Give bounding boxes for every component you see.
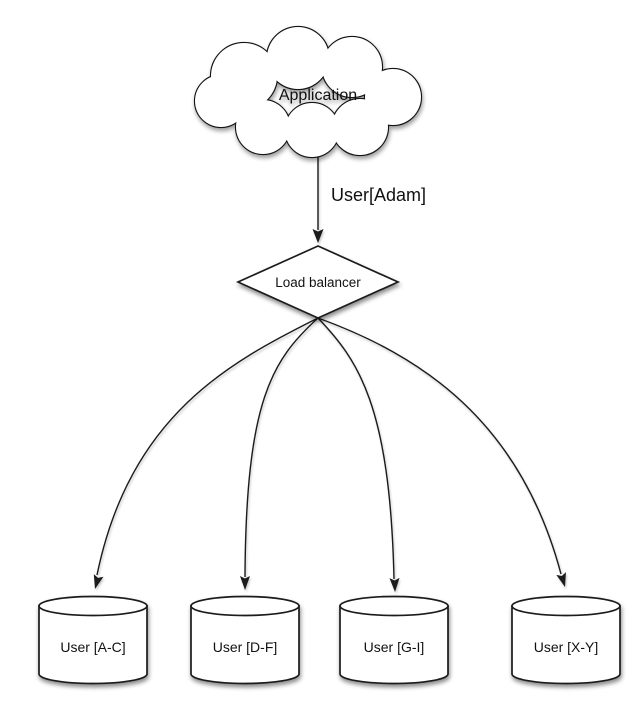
- cylinder-body: [339, 605, 449, 685]
- cylinder-body: [38, 605, 148, 685]
- cylinder-body: [511, 605, 621, 685]
- cloud-fill: [195, 27, 421, 157]
- cylinder-top: [38, 595, 148, 617]
- shard-db-label-0: User [A-C]: [60, 639, 125, 655]
- shard-db-1: User [D-F]: [190, 595, 300, 685]
- edge-to-shard-2: [317, 317, 395, 580]
- request-arrowhead-icon: [312, 229, 324, 243]
- edges-group: [93, 156, 566, 592]
- shard-db-label-1: User [D-F]: [213, 639, 278, 655]
- application-label: Application: [279, 87, 357, 104]
- shard-db-label-2: User [G-I]: [364, 639, 425, 655]
- application-cloud-node: Application: [193, 25, 423, 159]
- cylinder-top: [190, 595, 300, 617]
- shard-db-2: User [G-I]: [339, 595, 449, 685]
- request-label: User[Adam]: [331, 185, 426, 205]
- load-balancer-diamond: [235, 245, 401, 319]
- edge-arrowhead-1-icon: [240, 576, 250, 590]
- load-balancer-label: Load balancer: [275, 275, 361, 290]
- shard-db-0: User [A-C]: [38, 595, 148, 685]
- cylinder-top: [511, 595, 621, 617]
- edge-arrowhead-0-icon: [93, 574, 104, 589]
- shard-db-label-3: User [X-Y]: [534, 639, 599, 655]
- edge-to-shard-3: [317, 317, 562, 575]
- edge-arrowhead-3-icon: [556, 572, 566, 587]
- edge-to-shard-0: [96, 317, 319, 576]
- edge-arrowhead-2-icon: [389, 577, 400, 592]
- edge-to-shard-1: [244, 317, 319, 578]
- shard-db-3: User [X-Y]: [511, 595, 621, 685]
- cylinder-body: [190, 605, 300, 685]
- load-balancer-node: Load balancer: [235, 245, 401, 319]
- cylinder-top: [339, 595, 449, 617]
